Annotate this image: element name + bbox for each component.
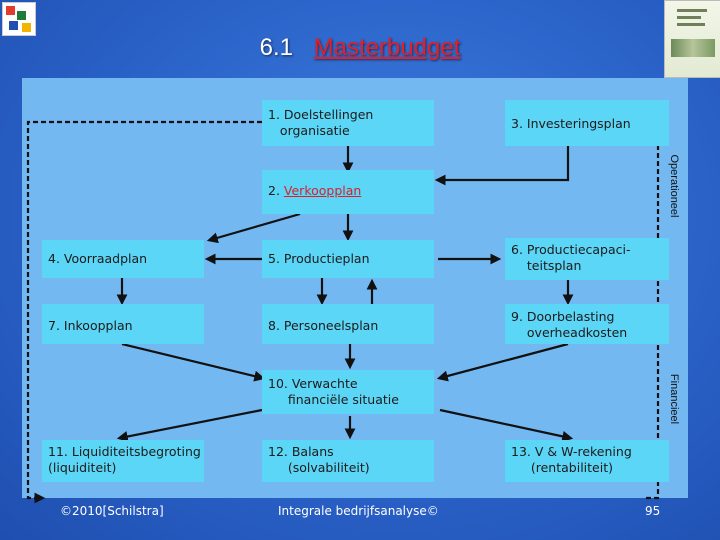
side-label-financieel: Financieel xyxy=(668,373,680,425)
book-cover-thumbnail xyxy=(664,0,720,78)
box-personeelsplan: 8. Personeelsplan xyxy=(262,304,434,344)
corner-logo xyxy=(2,2,36,36)
box-doelstellingen: 1. Doelstellingen organisatie xyxy=(262,100,434,146)
footer-page-number: 95 xyxy=(645,504,661,518)
footer-copyright: ©2010[Schilstra] xyxy=(60,504,164,518)
box-productieplan: 5. Productieplan xyxy=(262,240,434,278)
box-verkoopplan: 2. Verkoopplan xyxy=(262,170,434,214)
box-inkoopplan: 7. Inkoopplan xyxy=(42,304,204,344)
box-verwachte-financiele-situatie: 10. Verwachte financiële situatie xyxy=(262,370,434,414)
side-label-operationeel: Operationeel xyxy=(668,154,680,218)
verkoopplan-link[interactable]: Verkoopplan xyxy=(283,183,362,198)
slide-number: 6.1 xyxy=(259,34,293,61)
slide-title: 6.1 Masterbudget xyxy=(0,34,720,62)
title-link[interactable]: Masterbudget xyxy=(313,34,461,61)
footer-title: Integrale bedrijfsanalyse© xyxy=(278,504,439,518)
box-investeringsplan: 3. Investeringsplan xyxy=(505,100,669,146)
box-productiecapaciteitsplan: 6. Productiecapaci- teitsplan xyxy=(505,238,669,280)
box-v-en-w-rekening: 13. V & W-rekening (rentabiliteit) xyxy=(505,440,669,482)
box-doorbelasting-overheadkosten: 9. Doorbelasting overheadkosten xyxy=(505,304,669,344)
box-voorraadplan: 4. Voorraadplan xyxy=(42,240,204,278)
box-balans: 12. Balans (solvabiliteit) xyxy=(262,440,434,482)
diagram-panel xyxy=(22,78,688,498)
box-liquiditeitsbegroting: 11. Liquiditeitsbegroting (liquiditeit) xyxy=(42,440,204,482)
verkoopplan-prefix: 2. xyxy=(268,183,284,198)
